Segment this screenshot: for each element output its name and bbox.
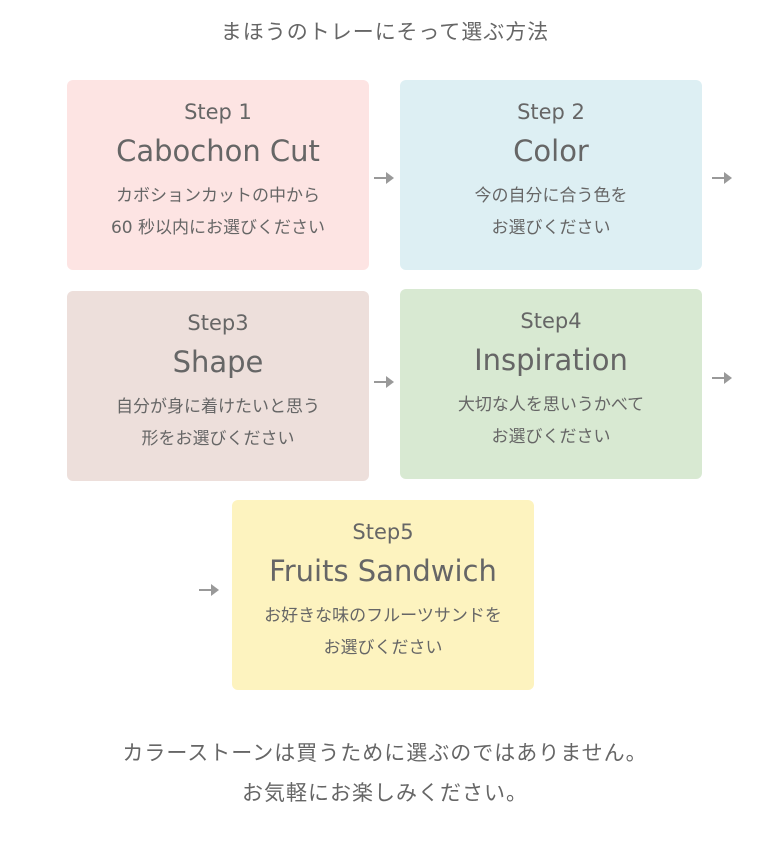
footer-line-1: カラーストーンは買うために選ぶのではありません。 xyxy=(122,741,648,765)
step-label: Step5 xyxy=(352,520,414,544)
footer-line-2: お気軽にお楽しみください。 xyxy=(242,781,528,805)
step-description: カボションカットの中から 60 秒以内にお選びください xyxy=(110,186,326,238)
step-card-1: Step 1 Cabochon Cut カボションカットの中から 60 秒以内に… xyxy=(67,80,369,270)
step-description: 自分が身に着けたいと思う 形をお選びください xyxy=(116,397,320,449)
step-label: Step3 xyxy=(187,311,249,335)
step-card-2: Step 2 Color 今の自分に合う色を お選びください xyxy=(400,80,702,270)
step-description: 大切な人を思いうかべて お選びください xyxy=(457,395,645,447)
step-title: Shape xyxy=(172,345,264,379)
step-label: Step4 xyxy=(520,309,582,333)
step-card-5: Step5 Fruits Sandwich お好きな味のフルーツサンドを お選び… xyxy=(232,500,534,690)
step-label: Step 2 xyxy=(517,100,585,124)
step-title: Fruits Sandwich xyxy=(269,554,497,588)
arrow-right-icon xyxy=(712,172,732,184)
step-title: Inspiration xyxy=(474,343,628,377)
page-title: まほうのトレーにそって選ぶ方法 xyxy=(220,20,550,44)
step-card-3: Step3 Shape 自分が身に着けたいと思う 形をお選びください xyxy=(67,291,369,481)
arrow-right-icon xyxy=(374,376,394,388)
step-description: 今の自分に合う色を お選びください xyxy=(474,186,628,238)
step-description: お好きな味のフルーツサンドを お選びください xyxy=(264,606,502,658)
arrow-right-icon xyxy=(712,372,732,384)
step-title: Color xyxy=(513,134,589,168)
step-label: Step 1 xyxy=(184,100,252,124)
step-card-4: Step4 Inspiration 大切な人を思いうかべて お選びください xyxy=(400,289,702,479)
arrow-right-icon xyxy=(374,172,394,184)
step-title: Cabochon Cut xyxy=(116,134,320,168)
arrow-right-icon xyxy=(199,584,219,596)
